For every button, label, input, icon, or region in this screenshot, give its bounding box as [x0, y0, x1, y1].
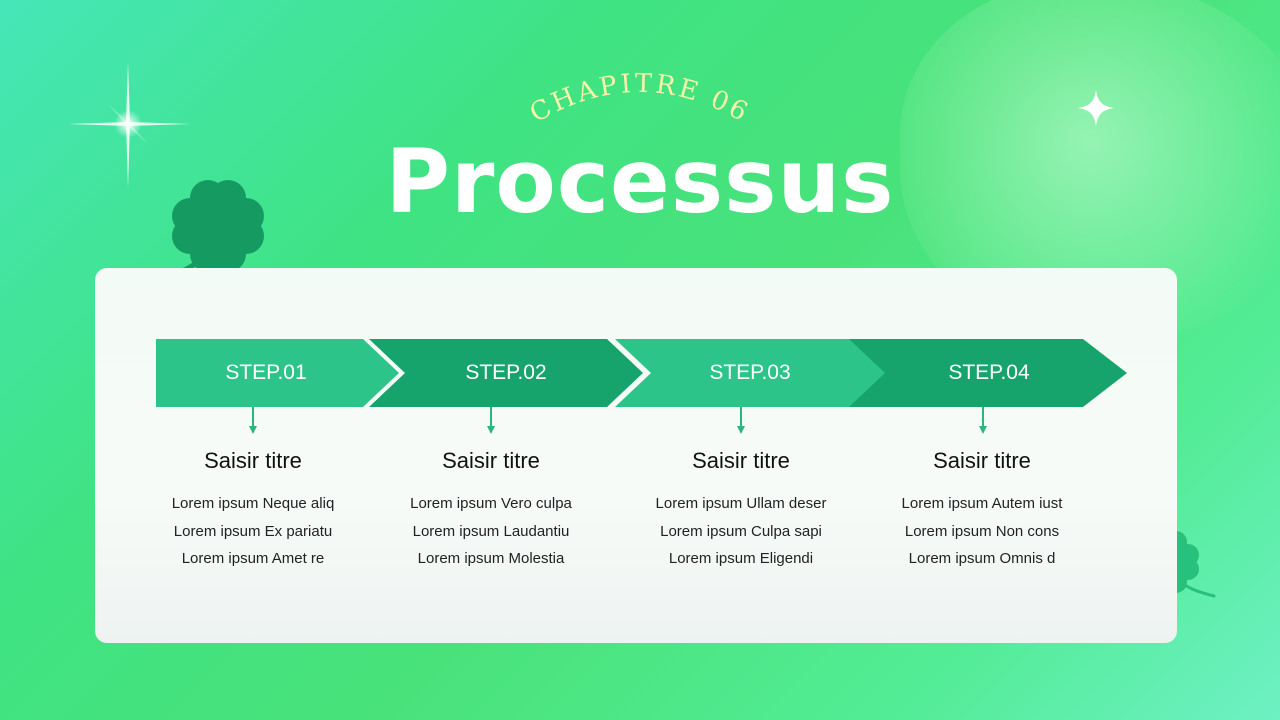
step-label: STEP.02	[465, 361, 546, 384]
step-chevron-2	[369, 339, 643, 407]
sparkle-icon	[1078, 90, 1114, 126]
step-column-1: Saisir titre Lorem ipsum Neque aliq Lore…	[133, 450, 373, 573]
step-text-line: Lorem ipsum Omnis d	[908, 550, 1056, 567]
page-title: Processus	[385, 130, 895, 233]
step-column-2: Saisir titre Lorem ipsum Vero culpa Lore…	[371, 450, 611, 573]
step-text-line: Lorem ipsum Molestia	[417, 550, 565, 567]
step-text-line: Lorem ipsum Culpa sapi	[660, 522, 822, 540]
step-column-3: Saisir titre Lorem ipsum Ullam deser Lor…	[621, 450, 861, 573]
step-column-4: Saisir titre Lorem ipsum Autem iust Lore…	[862, 450, 1102, 573]
step-chevron-1	[156, 339, 399, 407]
process-card: STEP.01 STEP.02 STEP.03 STEP.04 Saisir t…	[95, 268, 1177, 643]
step-text-line: Lorem ipsum Laudantiu	[412, 522, 570, 540]
step-title: Saisir titre	[204, 448, 302, 473]
step-title: Saisir titre	[442, 448, 540, 473]
step-text-line: Lorem ipsum Ullam deser	[655, 495, 827, 512]
step-label: STEP.03	[709, 361, 790, 384]
step-text-line: Lorem ipsum Non cons	[904, 522, 1060, 540]
svg-text:CHAPITRE 06: CHAPITRE 06	[525, 69, 755, 129]
step-chevron-3	[615, 339, 887, 407]
step-label: STEP.04	[948, 361, 1030, 384]
step-text-line: Lorem ipsum Amet re	[181, 550, 325, 567]
step-text-line: Lorem ipsum Vero culpa	[410, 495, 572, 512]
chapter-label: CHAPITRE 06	[525, 69, 755, 129]
step-title: Saisir titre	[692, 448, 790, 473]
step-text-line: Lorem ipsum Eligendi	[668, 550, 814, 567]
step-title: Saisir titre	[933, 448, 1031, 473]
step-text-line: Lorem ipsum Ex pariatu	[173, 522, 333, 540]
step-chevron-4	[849, 339, 1127, 407]
step-text-line: Lorem ipsum Neque aliq	[171, 495, 335, 512]
sparkle-icon	[68, 62, 190, 188]
process-steps: STEP.01 STEP.02 STEP.03 STEP.04	[156, 339, 1127, 434]
step-text-line: Lorem ipsum Autem iust	[901, 495, 1063, 512]
step-label: STEP.01	[225, 361, 306, 384]
